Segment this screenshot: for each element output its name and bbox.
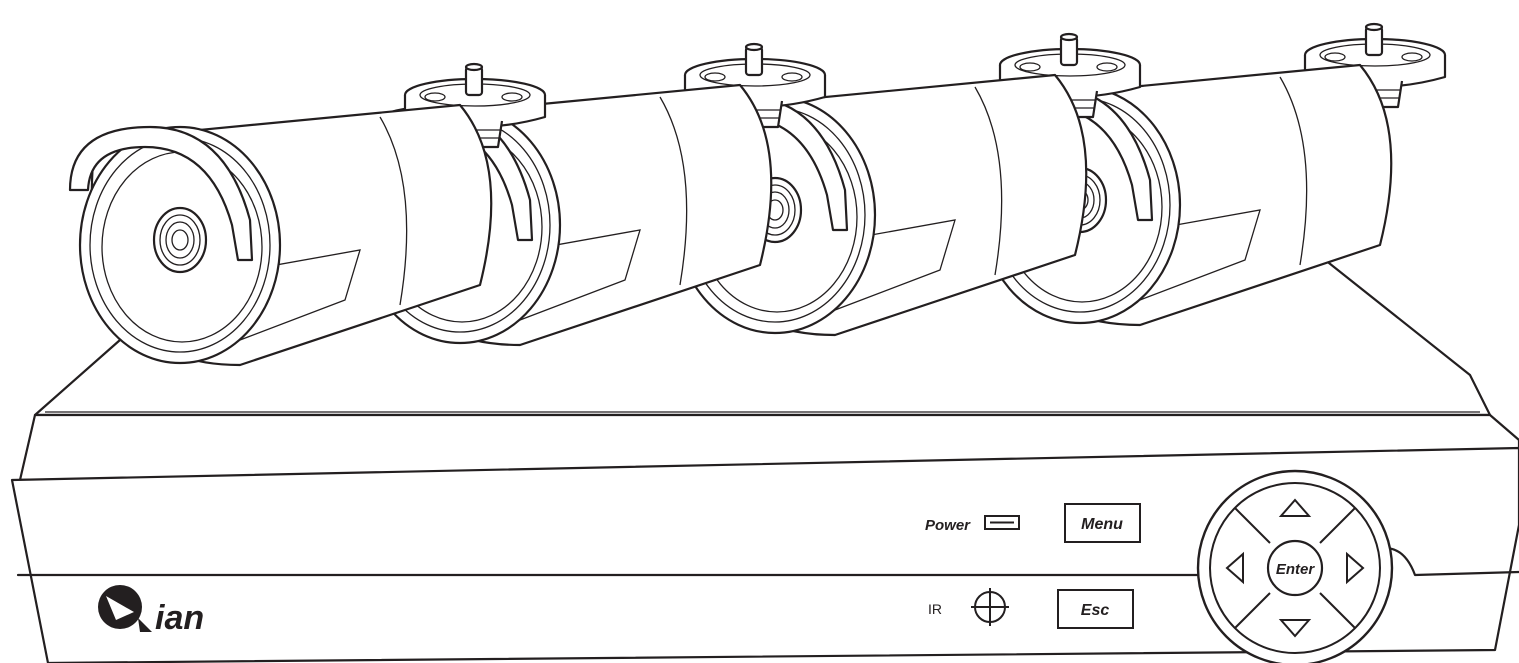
enter-button[interactable]: Enter [1266,539,1324,597]
ir-receiver-icon [971,588,1009,626]
esc-button[interactable]: Esc [1057,589,1134,629]
enter-button-label: Enter [1276,561,1316,578]
esc-button-label: Esc [1081,602,1110,619]
down-arrow-button[interactable] [1278,619,1312,638]
menu-button[interactable]: Menu [1064,503,1141,543]
brand-logo: ian [98,585,204,637]
power-label: Power [925,517,971,534]
menu-button-label: Menu [1081,516,1123,533]
ir-label: IR [928,601,942,617]
left-arrow-button[interactable] [1225,551,1244,585]
up-arrow-button[interactable] [1278,498,1312,517]
brand-name: ian [155,599,204,637]
navigation-pad: Enter [1196,469,1394,663]
right-arrow-button[interactable] [1346,551,1365,585]
